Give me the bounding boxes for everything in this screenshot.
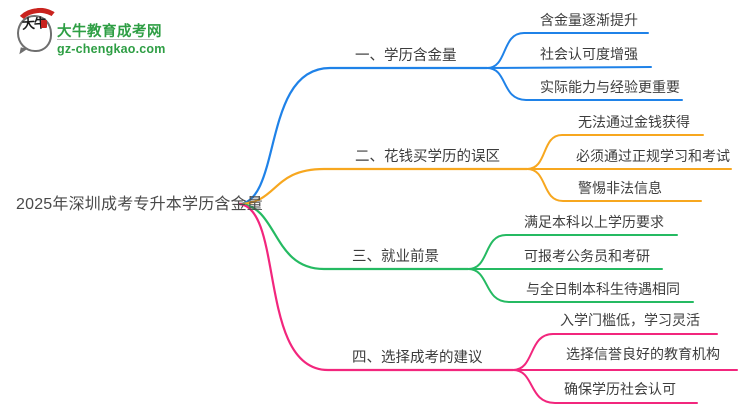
logo-title: 大牛教育成考网 <box>57 24 162 40</box>
leaf-node: 与全日制本科生待遇相同 <box>526 281 680 297</box>
leaf-node: 入学门槛低，学习灵活 <box>560 312 700 328</box>
leaf-node: 可报考公务员和考研 <box>524 248 650 264</box>
central-topic: 2025年深圳成考专升本学历含金量 <box>16 196 263 213</box>
logo-bubble-tail-icon <box>19 47 28 56</box>
leaf-node: 选择信誉良好的教育机构 <box>566 346 720 362</box>
leaf-node: 警惕非法信息 <box>578 180 662 196</box>
branch-label-2: 二、花钱买学历的误区 <box>355 149 500 165</box>
leaf-node: 实际能力与经验更重要 <box>540 79 680 95</box>
leaf-node: 确保学历社会认可 <box>564 381 676 397</box>
leaf-node: 社会认可度增强 <box>540 46 638 62</box>
leaf-node: 无法通过金钱获得 <box>578 114 690 130</box>
branch1-lines <box>238 32 683 206</box>
logo-divider <box>57 39 154 40</box>
logo-seal-icon <box>41 20 47 28</box>
branch-label-3: 三、就业前景 <box>352 249 439 265</box>
leaf-node: 含金量逐渐提升 <box>540 12 638 28</box>
branch-label-4: 四、选择成考的建议 <box>352 350 483 366</box>
logo-url[interactable]: gz-chengkao.com <box>57 42 166 56</box>
branch4-lines <box>238 202 738 404</box>
leaf-node: 满足本科以上学历要求 <box>524 214 664 230</box>
leaf-node: 必须通过正规学习和考试 <box>576 148 730 164</box>
branch2-lines <box>238 134 732 206</box>
branch3-lines <box>238 202 694 303</box>
branch-label-1: 一、学历含金量 <box>355 48 457 64</box>
site-logo[interactable]: 大牛 大牛教育成考网 gz-chengkao.com <box>13 5 184 58</box>
